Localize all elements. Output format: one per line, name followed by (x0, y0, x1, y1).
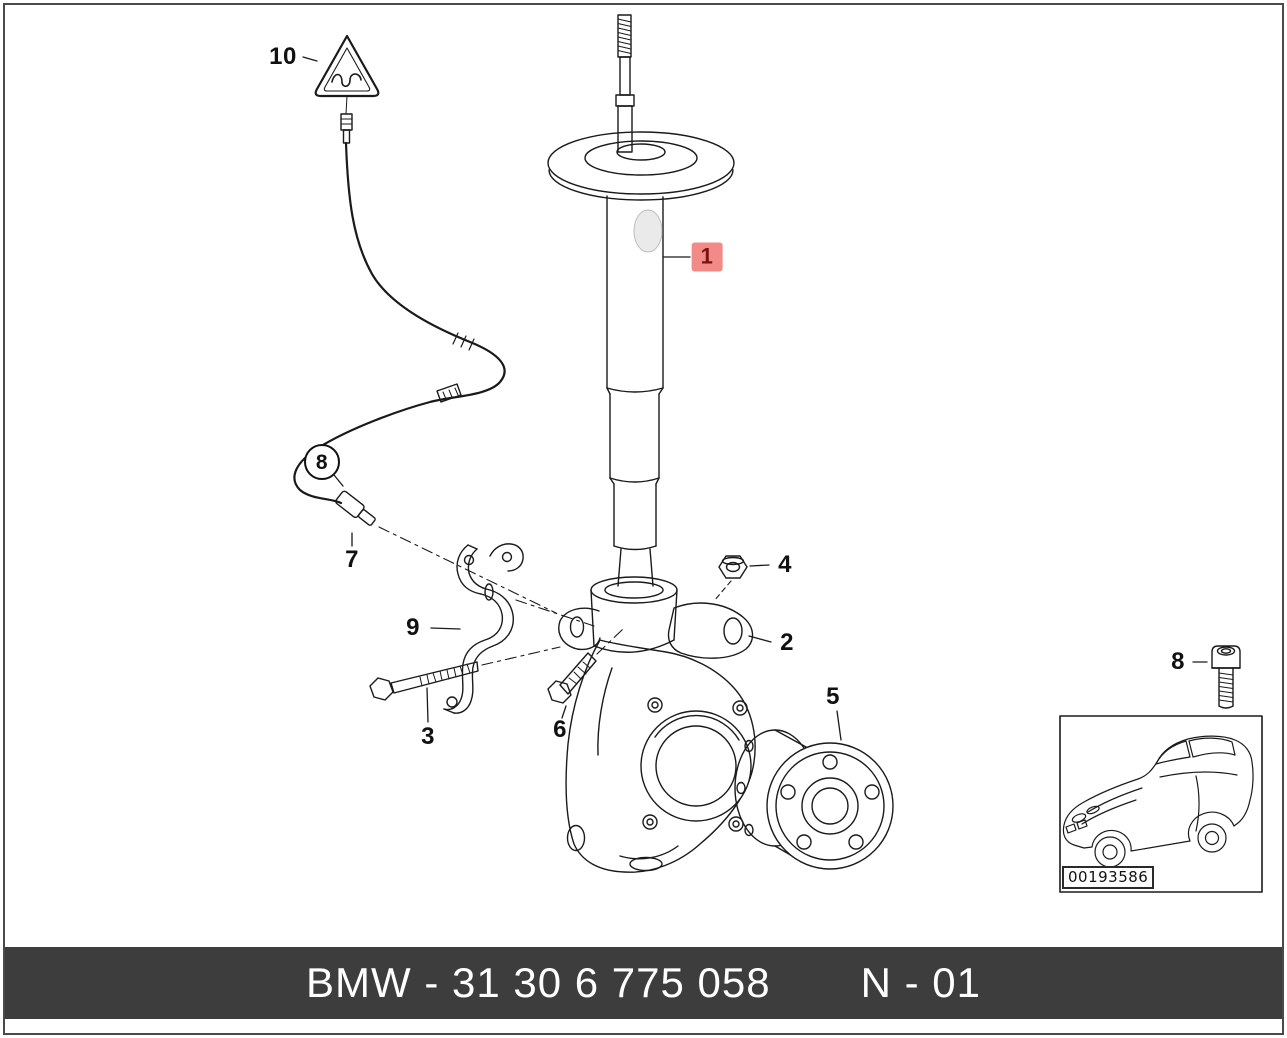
strut-illustration (547, 14, 735, 587)
banner-part-number-text: BMW - 31 30 6 775 058 (306, 959, 771, 1006)
callout-7[interactable]: 7 (345, 546, 359, 573)
bolt-long-illustration (369, 661, 479, 701)
callout-2[interactable]: 2 (780, 629, 794, 656)
socket-screw-illustration (1211, 645, 1241, 709)
callout-6[interactable]: 6 (553, 716, 567, 743)
callout-4[interactable]: 4 (778, 551, 792, 578)
callout-8-cable[interactable]: 8 (304, 444, 340, 480)
inset-box (1059, 715, 1263, 893)
callout-5[interactable]: 5 (826, 683, 840, 710)
assembly-dashed-lines (378, 526, 624, 666)
callout-1-highlighted[interactable]: 1 (691, 242, 723, 272)
callout-3[interactable]: 3 (421, 723, 435, 750)
callout-leader-lines (302, 56, 1208, 741)
callout-9[interactable]: 9 (406, 614, 420, 641)
part-number-banner: BMW - 31 30 6 775 058 N - 01 (5, 947, 1282, 1019)
knuckle-illustration (558, 576, 756, 873)
bolt-short-illustration (547, 652, 597, 704)
car-thumbnail (1062, 735, 1254, 868)
banner-sheet-code-text: N - 01 (860, 959, 981, 1006)
hub-illustration (734, 729, 894, 870)
nut-illustration (713, 555, 748, 602)
callout-10[interactable]: 10 (269, 43, 297, 70)
callout-8-inset[interactable]: 8 (1171, 648, 1185, 675)
sensor-cable-illustration (293, 34, 506, 526)
inset-image-number: 00193586 (1062, 866, 1155, 889)
bracket-illustration (443, 543, 524, 714)
